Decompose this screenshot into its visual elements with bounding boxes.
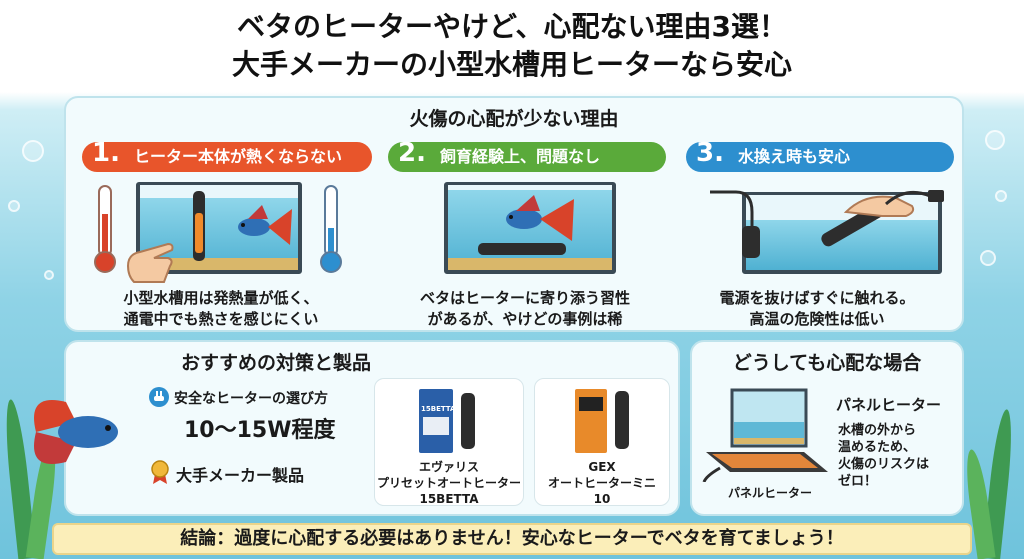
unplugged-heater-icon [710,190,944,258]
reason-1-text-line-1: 小型水槽用は発熱量が低く、 [123,289,319,307]
product-name-line-3: 15BETTA [419,492,479,506]
thermometer-cool-icon [320,185,342,273]
plug-icon [149,387,169,407]
reason-1-tank-illustration [136,182,302,274]
conclusion-banner: 結論：過度に心配する必要はありません！安心なヒーターでベタを育てましょう！ [52,523,972,555]
panel-heater-title: パネルヒーター [836,396,942,414]
title-line-1: ベタのヒーターやけど、心配ない理由3選！ [236,10,788,43]
reasons-heading: 火傷の心配が少ない理由 [409,108,619,130]
bubble [995,190,1007,202]
product-card-gex[interactable]: GEX オートヒーターミニ 10 [534,378,670,506]
reason-3-label: 水換え時も安心 [738,147,851,166]
bubble [980,250,996,266]
reason-1-number: 1. [92,138,120,168]
reason-2-number: 2. [398,138,426,168]
product-name: GEX オートヒーターミニ 10 [535,459,669,507]
reason-2-label: 飼育経験上、問題なし [440,147,601,166]
product-name-line-2: プリセットオートヒーター [376,476,521,490]
wattage-text: 10〜15W程度 [184,418,336,443]
maker-text: 大手メーカー製品 [176,466,305,485]
recommend-heading: おすすめの対策と製品 [180,352,371,374]
panel-heater-label: パネルヒーター [727,486,812,500]
description-line-3: 火傷のリスクは [838,457,930,472]
description-line-2: 温めるため、 [838,440,917,455]
reason-1-pill: 1. ヒーター本体が熱くならない [82,138,372,172]
reason-3-text: 電源を抜けばすぐに触れる。 高温の危険性は低い [672,288,962,330]
heater-icon [478,243,566,255]
reason-2-text: ベタはヒーターに寄り添う習性 があるが、やけどの事例は稀 [380,288,670,330]
bubble [44,270,54,280]
recommend-panel: おすすめの対策と製品 安全なヒーターの選び方 10〜15W程度 大手メーカー製品… [34,340,680,516]
reason-3-pill: 3. 水換え時も安心 [686,138,954,172]
reasons-panel: 火傷の心配が少ない理由 1. ヒーター本体が熱くならない 小型水槽用は発熱量が低… [64,96,964,332]
heater-icon [193,191,205,261]
product-name: エヴァリス プリセットオートヒーター 15BETTA [375,459,523,507]
reason-2-pill: 2. 飼育経験上、問題なし [388,138,666,172]
reason-2-text-line-1: ベタはヒーターに寄り添う習性 [419,289,630,307]
title-line-2: 大手メーカーの小型水槽用ヒーターなら安心 [231,48,792,81]
reason-1-label: ヒーター本体が熱くならない [134,147,343,166]
worry-heading: どうしても心配な場合 [732,352,922,374]
medal-icon [151,460,169,484]
pointing-hand-icon [126,242,174,283]
reason-3-text-line-1: 電源を抜けばすぐに触れる。 [719,289,915,307]
description-line-1: 水槽の外から [838,423,917,438]
product-package-image [575,389,629,453]
worry-panel: どうしても心配な場合 パネルヒーター パネルヒーター 水槽の外から 温めるため、… [690,340,964,516]
betta-fish-icon [506,195,574,241]
bubble [985,130,1005,150]
description-line-4: ゼロ！ [838,474,878,489]
reason-2-tank-illustration [444,182,616,274]
reason-1-text: 小型水槽用は発熱量が低く、 通電中でも熱さを感じにくい [76,288,366,330]
reason-2-text-line-2: があるが、やけどの事例は稀 [427,310,623,328]
product-name-line-1: エヴァリス [418,460,479,474]
reason-3-number: 3. [696,138,724,168]
thermometer-hot-icon [94,185,116,273]
reason-1-text-line-2: 通電中でも熱さを感じにくい [123,310,319,328]
reason-3-text-line-2: 高温の危険性は低い [749,310,885,328]
product-card-everes[interactable]: 15BETTA エヴァリス プリセットオートヒーター 15BETTA [374,378,524,506]
betta-fish-icon [238,205,292,245]
bubble [22,140,44,162]
betta-fish-large-icon [34,400,118,464]
product-name-line-3: 10 [593,492,611,506]
bubble [8,200,20,212]
product-package-image [419,389,475,453]
product-package-text: 15BETTA [421,405,456,413]
choose-label: 安全なヒーターの選び方 [174,391,328,407]
panel-heater-tank-illustration [702,388,828,482]
product-name-line-2: オートヒーターミニ [547,476,656,490]
product-name-line-1: GEX [588,460,616,474]
panel-heater-description: 水槽の外から 温めるため、 火傷のリスクは ゼロ！ [838,422,929,490]
page-title: ベタのヒーターやけど、心配ない理由3選！ 大手メーカーの小型水槽用ヒーターなら安… [0,8,1024,84]
